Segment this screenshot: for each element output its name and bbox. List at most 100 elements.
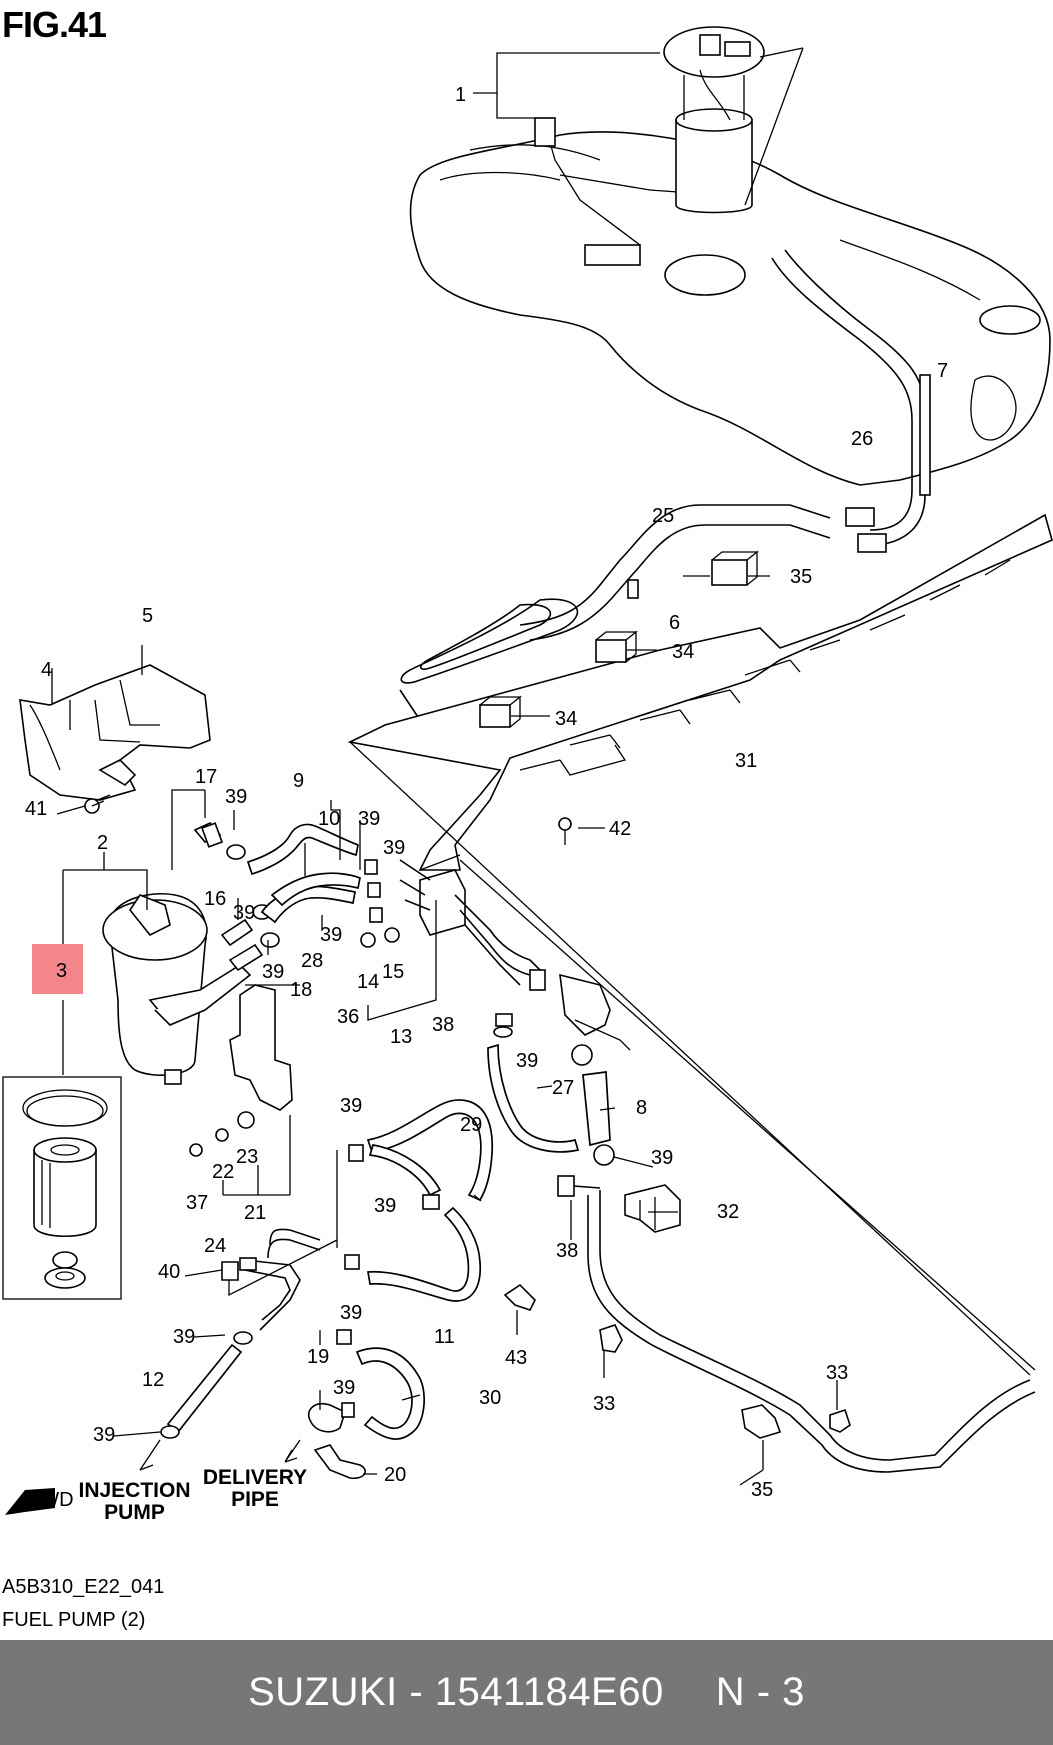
part-labels: 1 2 3 4 5 6 7 8 9 10 11 12 13 14 15 16 1…: [25, 84, 948, 1501]
label-33-a: 33: [593, 1393, 615, 1415]
label-37: 37: [186, 1192, 208, 1214]
part-3-highlight: [32, 944, 83, 994]
label-34-b: 34: [555, 708, 577, 730]
bolt-40: [221, 1261, 239, 1281]
hose-30: [355, 1347, 425, 1440]
hose-27: [487, 1043, 580, 1153]
filter-element-box: [2, 1076, 122, 1300]
label-41: 41: [25, 798, 47, 820]
pipe-run-lower: [557, 1175, 1036, 1473]
label-26: 26: [851, 428, 873, 450]
label-5: 5: [142, 605, 153, 627]
callout-1: [473, 52, 660, 119]
label-31: 31: [735, 750, 757, 772]
clip-34-a: [595, 630, 638, 663]
label-39-e: 39: [383, 837, 405, 859]
label-39-k: 39: [340, 1302, 362, 1324]
label-27: 27: [552, 1077, 574, 1099]
label-32: 32: [717, 1201, 739, 1223]
hose-11: [367, 1206, 482, 1302]
underbody-panel: [347, 513, 1053, 871]
label-40: 40: [158, 1261, 180, 1283]
label-13: 13: [390, 1026, 412, 1048]
label-17: 17: [195, 766, 217, 788]
label-39-c: 39: [262, 961, 284, 983]
injection-pump-note: INJECTION PUMP: [78, 1479, 191, 1524]
label-38-b: 38: [556, 1240, 578, 1262]
connector-17: [193, 822, 246, 860]
label-24: 24: [204, 1235, 226, 1257]
label-19: 19: [307, 1346, 329, 1368]
connector-18: [228, 932, 280, 972]
label-2: 2: [97, 832, 108, 854]
footer-brand: SUZUKI: [248, 1670, 398, 1714]
screw-42: [558, 817, 572, 845]
hose-8: [582, 1071, 611, 1147]
label-16: 16: [204, 888, 226, 910]
label-39-a: 39: [225, 786, 247, 808]
label-12: 12: [142, 1369, 164, 1391]
heat-shield-4-5: [19, 664, 211, 801]
parts-diagram: FWD 1 2 3 4 5 6 7 8 9 10 11 12 13 14 15 …: [2, 26, 1053, 1515]
label-23: 23: [236, 1146, 258, 1168]
figure-title: FIG.41: [2, 4, 107, 45]
label-10: 10: [318, 808, 340, 830]
label-39-m: 39: [333, 1377, 355, 1399]
label-33-b: 33: [826, 1362, 848, 1384]
label-39-j: 39: [374, 1195, 396, 1217]
label-11: 11: [434, 1326, 455, 1348]
label-15: 15: [382, 961, 404, 983]
label-14: 14: [357, 971, 379, 993]
clip-43: [503, 1283, 536, 1311]
clip-35-bottom: [741, 1404, 782, 1439]
label-7: 7: [937, 360, 948, 382]
hose-10: [270, 872, 361, 907]
label-39-l: 39: [173, 1326, 195, 1348]
label-36: 36: [337, 1006, 359, 1028]
bracket-20: [313, 1444, 366, 1480]
clip-32: [624, 1184, 681, 1233]
clip-35-top: [711, 550, 759, 586]
label-38-a: 38: [432, 1014, 454, 1036]
label-39-d: 39: [358, 808, 380, 830]
clamps-39-group: [360, 859, 400, 948]
label-34-a: 34: [672, 641, 694, 663]
label-22: 22: [212, 1161, 234, 1183]
hose-12: [166, 1343, 243, 1434]
pipe-24: [239, 1228, 321, 1331]
footer-position: N - 3: [715, 1670, 805, 1714]
clip-34-b: [479, 695, 522, 728]
label-4: 4: [41, 659, 52, 681]
pipe-bracket-13: [399, 859, 631, 1051]
clip-33: [599, 1324, 851, 1433]
label-8: 8: [636, 1097, 647, 1119]
label-29: 29: [460, 1114, 482, 1136]
fuel-pump-module: [534, 26, 765, 266]
fuel-line-25: [519, 504, 831, 626]
bracket-21: [189, 984, 293, 1157]
figure-caption: FUEL PUMP (2): [2, 1609, 146, 1631]
hose-29-b: [368, 1144, 442, 1197]
label-25: 25: [652, 505, 674, 527]
label-1: 1: [455, 84, 466, 106]
label-9: 9: [293, 770, 304, 792]
label-39-f: 39: [320, 924, 342, 946]
footer-part-number: 1541184E60: [434, 1670, 664, 1714]
label-43: 43: [505, 1347, 527, 1369]
fitting-19: [308, 1402, 355, 1433]
fuel-line-7: [784, 249, 926, 546]
svg-text:FWD: FWD: [28, 1489, 74, 1511]
label-6: 6: [669, 612, 680, 634]
label-20: 20: [384, 1464, 406, 1486]
label-39-n: 39: [93, 1424, 115, 1446]
label-28: 28: [301, 950, 323, 972]
label-30: 30: [479, 1387, 501, 1409]
delivery-pipe-note: DELIVERY PIPE: [202, 1466, 308, 1511]
label-39-b: 39: [233, 902, 255, 924]
fwd-arrow: FWD: [5, 1488, 74, 1515]
label-42: 42: [609, 818, 631, 840]
hose-9: [246, 823, 359, 876]
label-3: 3: [56, 960, 67, 982]
footer-separator: -: [397, 1670, 435, 1714]
fuel-filter-2: [102, 892, 252, 1085]
